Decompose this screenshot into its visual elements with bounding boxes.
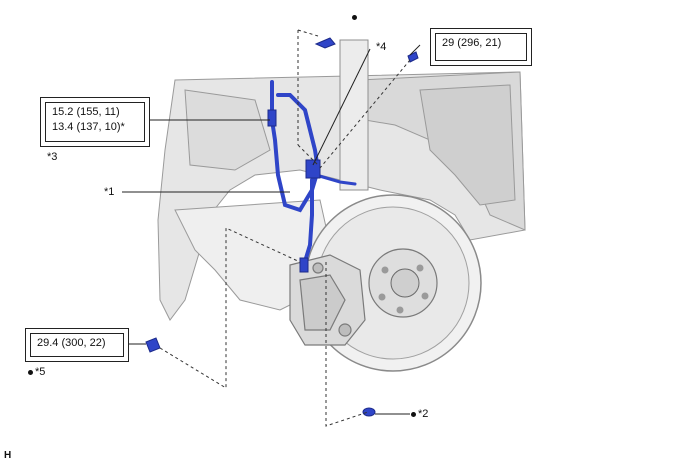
torque-value: 29.4 (300, 22) <box>37 337 106 349</box>
callout-3: *3 <box>47 151 58 163</box>
torque-spec-inner: 15.2 (155, 11) 13.4 (137, 10)* <box>45 102 145 142</box>
dot-icon <box>28 369 33 375</box>
torque-value: 29 (296, 21) <box>442 37 502 49</box>
brake-caliper <box>289 254 366 346</box>
flexible-brake-hose <box>267 80 357 273</box>
clip-part <box>314 37 336 49</box>
torque-spec-inner: 29.4 (300, 22) <box>30 333 124 357</box>
leader-lines <box>122 44 421 415</box>
torque-spec-box-upper-left: 15.2 (155, 11) 13.4 (137, 10)* <box>40 97 150 147</box>
union-bolt <box>145 337 161 353</box>
callout-dot-top <box>352 11 359 24</box>
dashed-assembly-lines <box>159 29 411 427</box>
torque-spec-box-lower-left: 29.4 (300, 22) <box>25 328 129 362</box>
torque-value-line1: 15.2 (155, 11) <box>52 106 120 118</box>
suspension-background <box>157 39 526 321</box>
callout-2: *2 <box>411 408 428 421</box>
torque-spec-inner: 29 (296, 21) <box>435 33 527 61</box>
torque-value-line2: 13.4 (137, 10)* <box>52 121 125 133</box>
callout-4: *4 <box>376 41 387 53</box>
corner-mark: H <box>4 450 12 461</box>
dot-icon <box>352 14 357 20</box>
callout-1: *1 <box>104 186 115 198</box>
upper-bolt <box>407 51 419 63</box>
callout-2-text: *2 <box>418 408 429 420</box>
dot-icon <box>411 411 416 417</box>
callout-5-text: *5 <box>35 366 46 378</box>
torque-spec-box-upper-right: 29 (296, 21) <box>430 28 532 66</box>
gasket-part <box>362 407 376 417</box>
callout-5: *5 <box>28 366 45 379</box>
